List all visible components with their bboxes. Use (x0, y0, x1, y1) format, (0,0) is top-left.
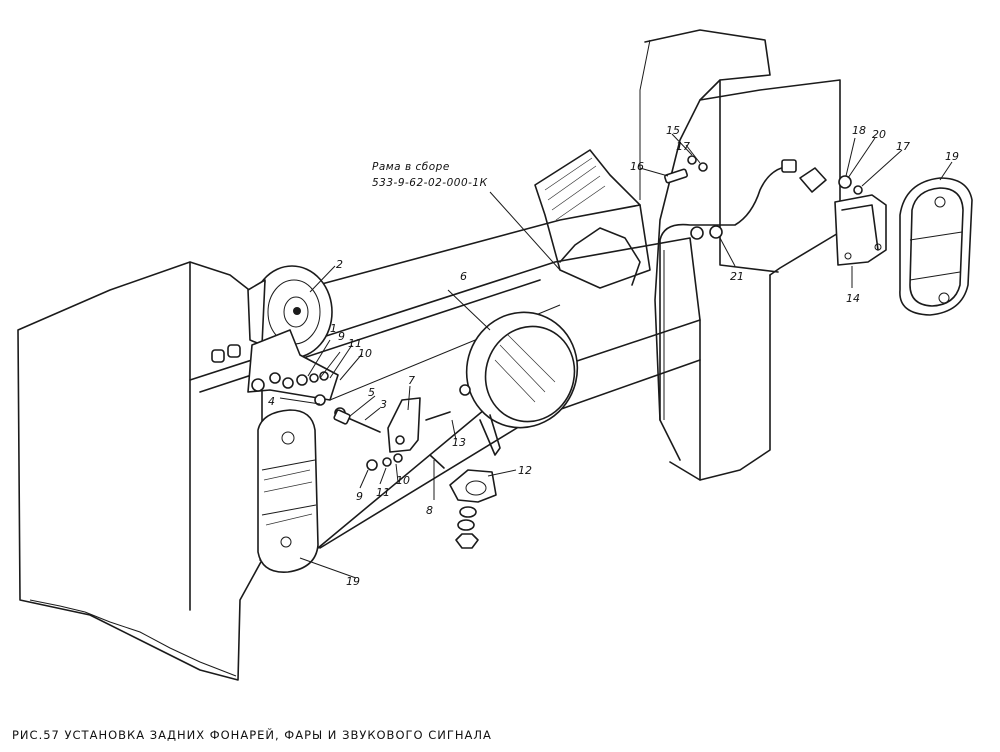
frame-label-part-number: 533-9-62-02-000-1К (372, 177, 488, 189)
center-saddle-bracket (534, 149, 651, 289)
callout-17-right: 17 (896, 140, 910, 153)
headlamp (459, 311, 579, 456)
callout-16: 16 (630, 160, 644, 173)
callout-10-upper: 10 (358, 347, 372, 360)
right-frame-post (639, 29, 841, 481)
callout-15: 15 (666, 124, 680, 137)
leader-lines (279, 133, 953, 579)
callout-7: 7 (408, 374, 415, 387)
callout-19-left: 19 (346, 575, 360, 588)
callout-11-lower: 11 (376, 486, 390, 499)
callout-11-upper: 11 (348, 337, 362, 350)
callout-10-lower: 10 (396, 474, 410, 487)
callout-1: 1 (330, 322, 337, 335)
callout-20: 20 (872, 128, 886, 141)
callout-14: 14 (846, 292, 860, 305)
callout-19-right: 19 (945, 150, 959, 163)
callout-18: 18 (852, 124, 866, 137)
frame-label-title: Рама в сборе (372, 161, 450, 173)
figure-caption: РИС.57 УСТАНОВКА ЗАДНИХ ФОНАРЕЙ, ФАРЫ И … (12, 728, 492, 742)
right-tail-lamp (899, 177, 973, 316)
callout-6: 6 (460, 270, 467, 283)
callout-12: 12 (518, 464, 532, 477)
left-tail-lamp (257, 409, 319, 573)
wiring-harness (659, 159, 797, 421)
frame-assembly-label: Рама в сборе 533-9-62-02-000-1К (372, 161, 488, 189)
callout-9-lower: 9 (356, 490, 363, 503)
callout-3: 3 (380, 398, 387, 411)
right-fasteners (664, 155, 708, 184)
callout-13: 13 (452, 436, 466, 449)
lamp-mount (449, 469, 497, 549)
rear-lamp-bracket (834, 194, 887, 266)
callout-5: 5 (368, 386, 375, 399)
left-frame-post (17, 261, 263, 681)
callout-8: 8 (426, 504, 433, 517)
lamp-bracket (333, 397, 451, 471)
callout-9-upper: 9 (338, 330, 345, 343)
horn-bracket (211, 329, 346, 419)
callout-labels: 2 1 9 11 10 4 5 3 7 13 9 11 10 8 12 6 19… (268, 124, 959, 588)
connector (799, 167, 863, 195)
callout-2: 2 (336, 258, 343, 271)
callout-17-left: 17 (676, 140, 690, 153)
callout-21: 21 (730, 270, 744, 283)
callout-4: 4 (268, 395, 275, 408)
